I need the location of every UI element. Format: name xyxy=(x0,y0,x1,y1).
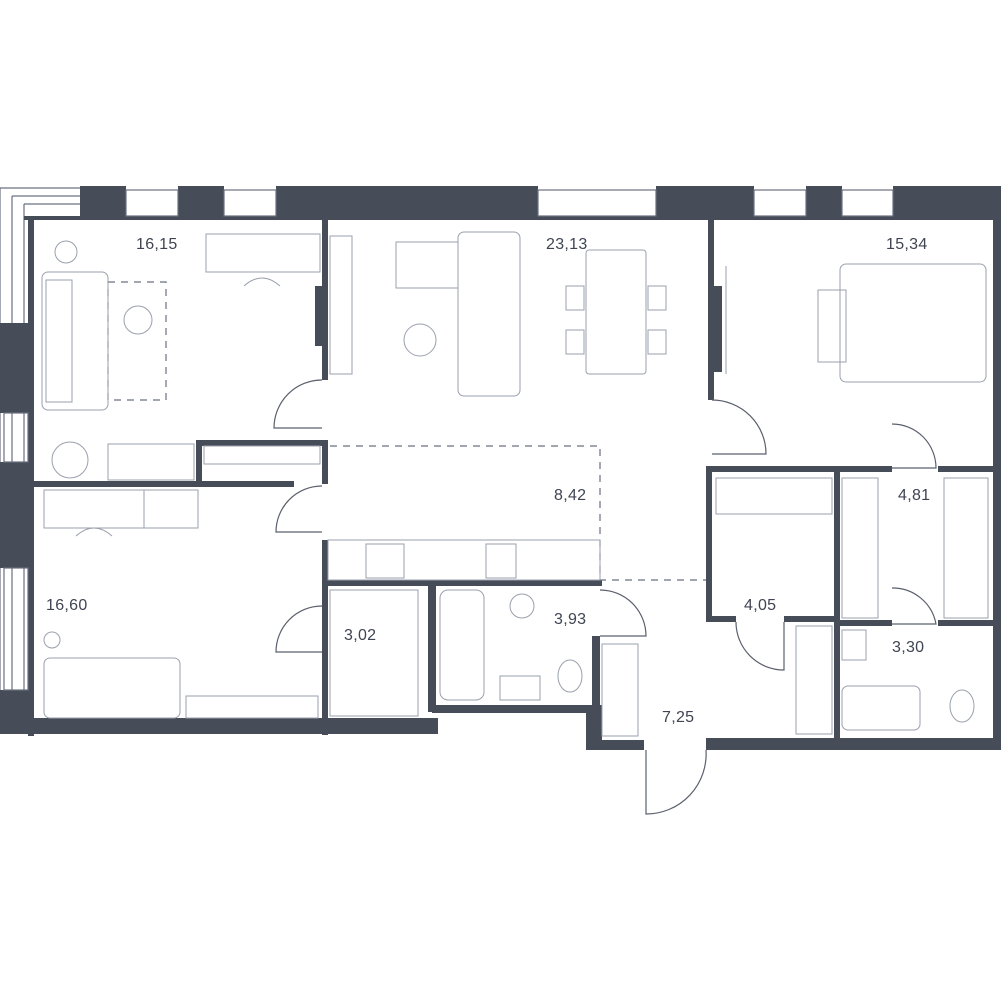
facade-outline xyxy=(0,187,80,690)
area-label-wardrobe-mid: 4,05 xyxy=(744,597,776,614)
area-label-hall: 8,42 xyxy=(554,487,586,504)
zone-lines xyxy=(107,281,706,581)
area-label-living-kitchen: 23,13 xyxy=(546,236,588,253)
area-label-bedroom-east: 15,34 xyxy=(886,236,928,253)
doors xyxy=(273,379,937,815)
furniture xyxy=(41,231,989,737)
windows xyxy=(3,189,894,691)
exterior-walls xyxy=(0,186,1001,750)
area-label-bathroom-east: 3,30 xyxy=(892,639,924,656)
area-label-closet-west: 3,02 xyxy=(344,627,376,644)
area-label-living-west: 16,15 xyxy=(136,236,178,253)
area-label-bathroom-main: 3,93 xyxy=(554,611,586,628)
room-labels: 16,15 23,13 15,34 8,42 16,60 3,02 3,93 4… xyxy=(46,236,930,726)
area-label-bedroom-west: 16,60 xyxy=(46,597,88,614)
interior-walls xyxy=(34,220,1000,746)
area-label-entrance: 7,25 xyxy=(662,709,694,726)
area-label-wardrobe-east: 4,81 xyxy=(898,487,930,504)
